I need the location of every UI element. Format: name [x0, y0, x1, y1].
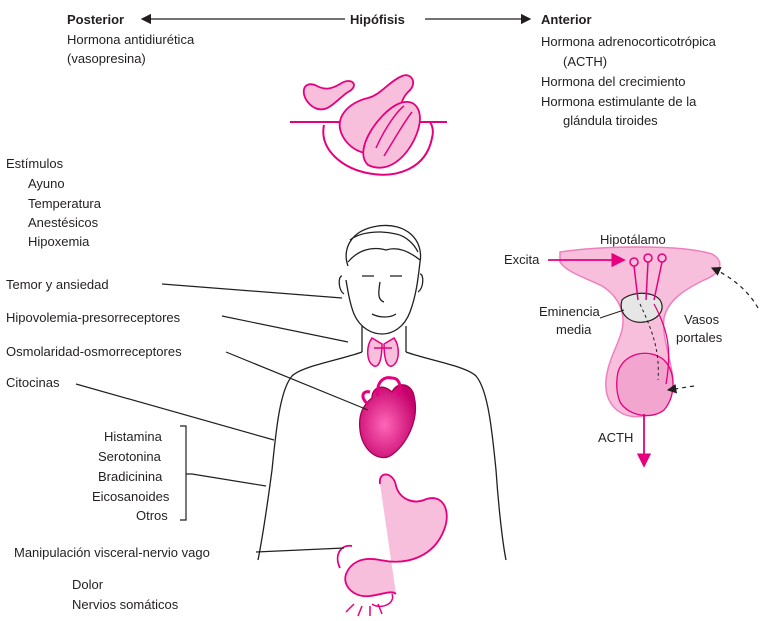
mediators-line [192, 474, 266, 486]
mediator-item: Bradicinina [98, 469, 162, 484]
excites-label: Excita [504, 252, 539, 267]
hypophysis-title: Hipófisis [350, 12, 405, 27]
mediator-item: Histamina [104, 429, 162, 444]
visceral-label: Manipulación visceral-nervio vago [14, 545, 210, 560]
portal-vessels-label-2: portales [676, 330, 722, 345]
osmolarity-label: Osmolaridad-osmorreceptores [6, 344, 182, 359]
visceral-line [256, 548, 344, 552]
hypovolemia-label: Hipovolemia-presorreceptores [6, 310, 180, 325]
posterior-title: Posterior [67, 12, 124, 27]
pituitary-illustration [290, 75, 447, 174]
anterior-item-5: glándula tiroides [563, 113, 658, 128]
stimulus-item: Ayuno [28, 176, 65, 191]
pain-label: Dolor [72, 577, 103, 592]
cytokines-label: Citocinas [6, 375, 59, 390]
stimulus-item: Temperatura [28, 196, 101, 211]
stimuli-title: Estímulos [6, 156, 63, 171]
feedback-arrow [712, 268, 758, 308]
hypothalamus-label: Hipotálamo [600, 232, 666, 247]
anterior-item-4: Hormona estimulante de la [541, 94, 696, 109]
fear-line [162, 284, 342, 298]
thyroid-illustration [368, 338, 399, 366]
anterior-item-1: Hormona adrenocorticotrópica [541, 34, 716, 49]
posterior-item-2: (vasopresina) [67, 51, 146, 66]
mediator-item: Eicosanoides [92, 489, 169, 504]
mediator-item: Otros [136, 508, 168, 523]
median-eminence-label: Eminencia [539, 304, 600, 319]
posterior-item-1: Hormona antidiurética [67, 32, 194, 47]
stimulus-item: Hipoxemia [28, 234, 89, 249]
hypovolemia-line [222, 316, 348, 342]
heart-illustration [360, 378, 416, 458]
portal-vessels-label: Vasos [684, 312, 719, 327]
somatic-nerves-label: Nervios somáticos [72, 597, 178, 612]
median-eminence-label-2: media [556, 322, 591, 337]
acth-label: ACTH [598, 430, 633, 445]
anterior-title: Anterior [541, 12, 592, 27]
stomach-illustration [338, 474, 447, 616]
anterior-item-3: Hormona del crecimiento [541, 74, 686, 89]
stimulus-item: Anestésicos [28, 215, 98, 230]
mediators-bracket [180, 426, 192, 520]
osmolarity-line [226, 352, 368, 410]
fear-label: Temor y ansiedad [6, 277, 109, 292]
median-eminence-line [600, 310, 624, 318]
mediator-item: Serotonina [98, 449, 161, 464]
anterior-item-2: (ACTH) [563, 54, 607, 69]
